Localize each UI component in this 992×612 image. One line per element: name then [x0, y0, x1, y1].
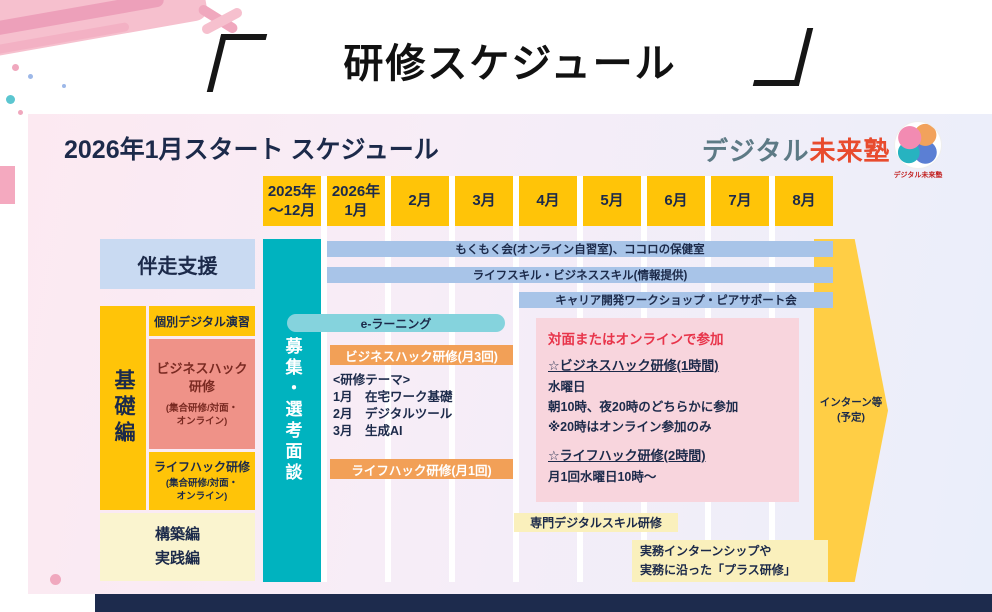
timeline-month-header: 8月 [775, 176, 833, 226]
sidebar-basic-strip: 基礎編 [100, 306, 146, 510]
participation-info-box: 対面またはオンラインで参加 ☆ビジネスハック研修(1時間) 水曜日 朝10時、夜… [536, 318, 799, 502]
slide-title-box: 研修スケジュール [200, 26, 820, 94]
timeline-month-header: 2026年 1月 [327, 176, 385, 226]
recruitment-column: 募集・選考面談 [263, 239, 321, 582]
dot-decoration [18, 110, 23, 115]
sidebar-bizhack-title: ビジネスハック 研修 [156, 360, 248, 394]
column-separator [449, 176, 455, 582]
dot-decoration [6, 95, 15, 104]
elearning-bar: e-ラーニング [287, 314, 505, 332]
sidebar-build-practice-box: 構築編 実践編 [100, 513, 255, 581]
sidebar-bizhack-box: ビジネスハック 研修 (集合研修/対面・ オンライン) [149, 339, 255, 449]
lifehack-info-heading: ☆ライフハック研修(2時間) [548, 447, 706, 463]
timeline-month-header: 2月 [391, 176, 449, 226]
brain-logo-icon [895, 122, 941, 168]
pink-tab-decoration [0, 166, 15, 204]
column-separator [385, 176, 391, 582]
training-theme-item: 2月 デジタルツール [333, 407, 453, 421]
column-separator [513, 176, 519, 582]
schedule-subtitle: 2026年1月スタート スケジュール [64, 136, 439, 164]
footer-bar [95, 594, 992, 612]
brand-logo-caption: デジタル未来塾 [893, 172, 943, 179]
bizhack-info-line: 朝10時、夜20時のどちらかに参加 [548, 399, 739, 414]
column-separator [321, 176, 327, 582]
timeline-month-header: 4月 [519, 176, 577, 226]
sidebar-individual-box: 個別デジタル演習 [149, 306, 255, 336]
training-theme-block: <研修テーマ> 1月 在宅ワーク基礎 2月 デジタルツール 3月 生成AI [333, 372, 513, 440]
lifeskill-bar: ライフスキル・ビジネススキル(情報提供) [327, 267, 833, 283]
intern-arrow-label: インターン等 (予定) [819, 395, 883, 424]
jitsumu-internship-box: 実務インターンシップや 実務に沿った「プラス研修」 [632, 540, 828, 582]
brand-logo: デジタル未来塾 [890, 122, 946, 180]
career-workshop-bar: キャリア開発ワークショップ・ピアサポート会 [519, 292, 833, 308]
brand-first: デジタル [702, 136, 810, 166]
timeline-month-header: 5月 [583, 176, 641, 226]
training-theme-item: 3月 生成AI [333, 424, 403, 438]
brand-logo-text: デジタル未来塾 [702, 131, 891, 168]
mokumoku-bar: もくもく会(オンライン自習室)、ココロの保健室 [327, 241, 833, 257]
timeline-month-header: 7月 [711, 176, 769, 226]
timeline-month-header: 3月 [455, 176, 513, 226]
sidebar-bizhack-subtitle: (集合研修/対面・ オンライン) [165, 402, 239, 428]
training-theme-heading: <研修テーマ> [333, 373, 411, 387]
brand-second: 未来塾 [809, 136, 891, 166]
participation-info-title: 対面またはオンラインで参加 [548, 332, 724, 347]
sidebar-lifehack-title: ライフハック研修 [153, 460, 250, 475]
bizhack-info-line: 水曜日 [548, 379, 586, 394]
bizhack-info-line: ※20時はオンライン参加のみ [548, 419, 712, 434]
timeline-month-header: 6月 [647, 176, 705, 226]
senmon-skill-bar: 専門デジタルスキル研修 [514, 513, 678, 532]
dot-decoration [62, 84, 66, 88]
slide-title: 研修スケジュール [343, 42, 677, 86]
dot-decoration [12, 64, 19, 71]
sidebar-lifehack-box: ライフハック研修 (集合研修/対面・ オンライン) [149, 452, 255, 510]
lifehack-training-bar: ライフハック研修(月1回) [330, 459, 513, 479]
bizhack-training-bar: ビジネスハック研修(月3回) [330, 345, 513, 365]
sidebar-support-box: 伴走支援 [100, 239, 255, 289]
sidebar-lifehack-subtitle: (集合研修/対面・ オンライン) [165, 478, 239, 502]
bizhack-info-heading: ☆ビジネスハック研修(1時間) [548, 358, 719, 373]
dot-decoration [28, 74, 33, 79]
lifehack-info-line: 月1回水曜日10時〜 [548, 469, 657, 484]
training-theme-item: 1月 在宅ワーク基礎 [333, 390, 453, 404]
timeline-month-header: 2025年 〜12月 [263, 176, 321, 226]
dot-decoration [50, 574, 61, 585]
